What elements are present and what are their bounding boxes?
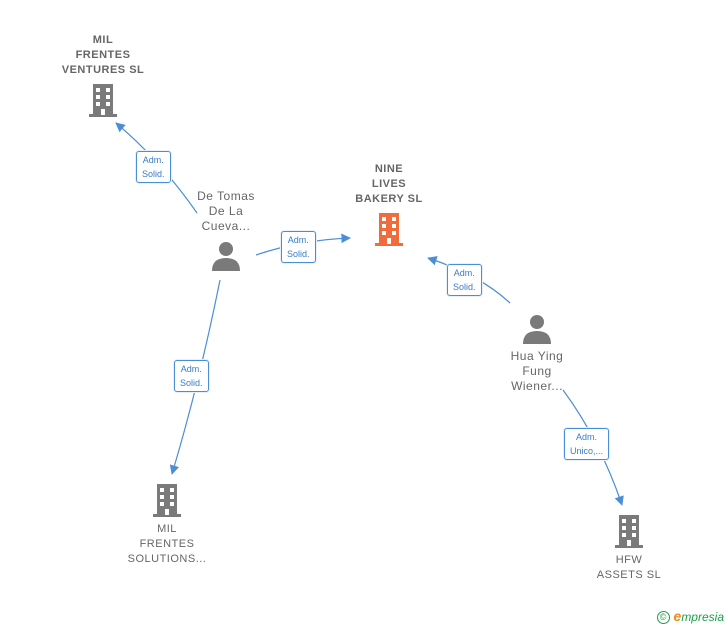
node-hfw-assets[interactable]: HFW ASSETS SL: [574, 513, 684, 583]
edge-label-e5[interactable]: Adm.Unico,...: [564, 428, 610, 460]
edge-label-e3[interactable]: Adm.Solid.: [174, 360, 209, 392]
building-icon: [375, 213, 403, 246]
building-icon: [89, 84, 117, 117]
node-mil-frentes-ventures[interactable]: MIL FRENTES VENTURES SL: [48, 33, 158, 118]
node-label: De Tomas De La Cueva...: [197, 189, 255, 233]
edge-label-e2[interactable]: Adm.Solid.: [281, 231, 316, 263]
person-icon: [523, 315, 551, 344]
building-icon: [615, 515, 643, 548]
copyright-icon: ©: [656, 611, 670, 624]
node-nine-lives-bakery[interactable]: NINE LIVES BAKERY SL: [334, 162, 444, 247]
node-label: HFW ASSETS SL: [596, 554, 662, 581]
node-label: MIL FRENTES VENTURES SL: [61, 34, 145, 76]
node-label: NINE LIVES BAKERY SL: [355, 163, 423, 205]
node-label: MIL FRENTES SOLUTIONS...: [127, 523, 207, 565]
node-mil-frentes-solutions[interactable]: MIL FRENTES SOLUTIONS...: [112, 482, 222, 567]
building-icon: [153, 484, 181, 517]
edge-label-e4[interactable]: Adm.Solid.: [447, 264, 482, 296]
node-label: Hua Ying Fung Wiener...: [510, 349, 564, 393]
empresia-logo: ©empresia: [656, 608, 724, 624]
node-de-tomas-de-la-cueva[interactable]: De Tomas De La Cueva...: [176, 189, 276, 272]
person-icon: [212, 242, 240, 271]
node-hua-ying-fung-wiener[interactable]: Hua Ying Fung Wiener...: [487, 313, 587, 394]
edge-label-e1[interactable]: Adm.Solid.: [136, 151, 171, 183]
